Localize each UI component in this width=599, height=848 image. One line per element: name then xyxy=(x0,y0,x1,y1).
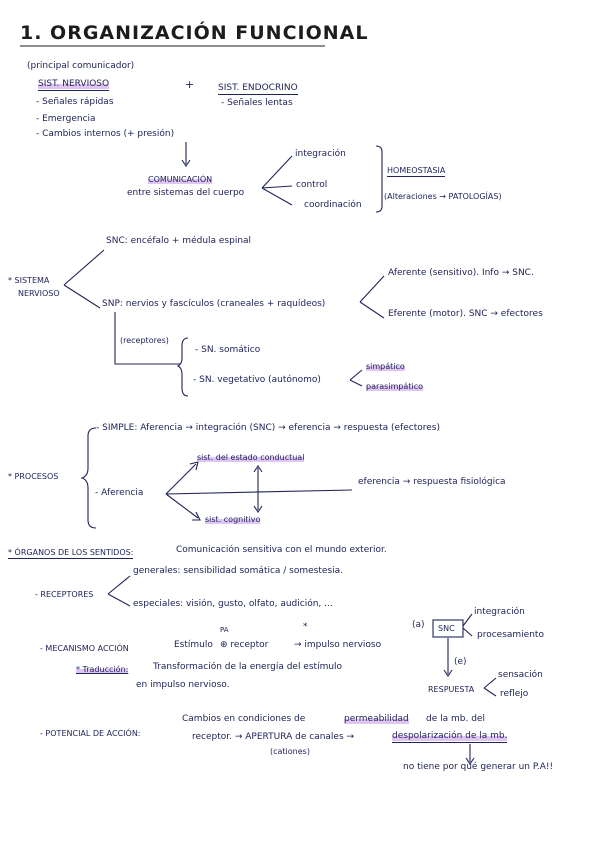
star-mark: * xyxy=(303,622,308,632)
arrow-down-pa-head xyxy=(465,757,475,765)
snc-procesamiento: procesamiento xyxy=(477,630,544,640)
nervioso-item: - Emergencia xyxy=(36,114,96,124)
comunicacion-label: COMUNICACIÓN xyxy=(148,174,213,185)
funcion-item: control xyxy=(296,180,328,190)
afferent-a-label: (a) xyxy=(412,620,425,630)
respuesta-label: RESPUESTA xyxy=(428,685,475,694)
aferente-def: Aferente (sensitivo). Info → SNC. xyxy=(388,268,534,278)
funcion-item: integración xyxy=(295,149,346,159)
nervioso-item: - Cambios internos (+ presión) xyxy=(36,129,175,139)
sn-somatico: - SN. somático xyxy=(195,345,261,355)
receptores-line xyxy=(114,312,180,365)
snc-def: SNC: encéfalo + médula espinal xyxy=(106,236,252,246)
respuesta-reflejo: reflejo xyxy=(500,689,529,699)
organos-heading: * ÓRGANOS DE LOS SENTIDOS: xyxy=(8,548,134,559)
traduccion-text-2: en impulso nervioso. xyxy=(136,680,230,690)
homeostasia-label: HOMEOSTASIA xyxy=(387,166,446,177)
eferente-def: Eferente (motor). SNC → efectores xyxy=(388,309,543,319)
sist-cognitivo: sist. cognitivo xyxy=(205,514,261,525)
potencial-note: no tiene por qué generar un P.A!! xyxy=(403,762,554,772)
sistema-label-1: * SISTEMA xyxy=(8,276,50,285)
mecanismo-label: - MECANISMO ACCIÓN xyxy=(40,644,129,653)
parasimpatico: parasimpático xyxy=(366,381,423,392)
potencial-despolarizacion: despolarización de la mb. xyxy=(392,731,508,743)
homeostasia-sub: (Alteraciones → PATOLOGÍAS) xyxy=(384,192,502,201)
brace-procesos xyxy=(80,427,97,529)
mecanismo-impulso: → impulso nervioso xyxy=(294,640,382,650)
potencial-cationes: (cationes) xyxy=(270,747,310,756)
traduccion-label: * Traducción: xyxy=(76,664,129,675)
page-title: 1. ORGANIZACIÓN FUNCIONAL xyxy=(20,22,369,44)
proceso-simple: - SIMPLE: Aferencia → integración (SNC) … xyxy=(96,423,440,433)
receptores-generales: generales: sensibilidad somática / somes… xyxy=(133,566,344,576)
sn-vegetativo: - SN. vegetativo (autónomo) xyxy=(193,375,321,385)
fork-funciones xyxy=(261,155,293,206)
respuesta-sensacion: sensación xyxy=(498,670,543,680)
bracket-homeostasia xyxy=(375,145,383,213)
potencial-line1-c: de la mb. del xyxy=(426,714,485,724)
potencial-permeabilidad: permeabilidad xyxy=(344,714,409,725)
endocrino-item: - Señales lentas xyxy=(221,98,293,108)
brace-sn xyxy=(176,337,189,397)
receptores-especiales: especiales: visión, gusto, olfato, audic… xyxy=(133,599,333,609)
eferencia-respuesta: eferencia → respuesta fisiológica xyxy=(358,477,506,487)
fork-sistema xyxy=(63,249,105,309)
snp-def: SNP: nervios y fascículos (craneales + r… xyxy=(102,299,326,309)
arrow-e-head xyxy=(443,669,453,677)
potencial-line1-a: Cambios en condiciones de xyxy=(182,714,306,724)
sistema-label-2: NERVIOSO xyxy=(18,289,60,298)
funcion-item: coordinación xyxy=(304,200,362,210)
aferencia-heads xyxy=(189,461,201,521)
mecanismo-receptor: ⊕ receptor xyxy=(220,640,269,650)
pa-mark: PA xyxy=(220,626,229,634)
sist-endocrino-label: SIST. ENDOCRINO xyxy=(218,83,298,95)
double-arrow-heads xyxy=(253,465,263,513)
intro-note: (principal comunicador) xyxy=(27,61,135,71)
estado-conductual: sist. del estado conductual xyxy=(197,452,305,463)
aferencia-arrows xyxy=(165,463,353,519)
procesos-label: * PROCESOS xyxy=(8,472,59,481)
simpatico: simpático xyxy=(366,361,405,372)
comunicacion-sub: entre sistemas del cuerpo xyxy=(127,188,245,198)
organos-text: Comunicación sensitiva con el mundo exte… xyxy=(176,545,387,555)
fork-receptores xyxy=(107,575,131,607)
snc-box-label: SNC xyxy=(438,624,455,633)
traduccion-text-1: Transformación de la energía del estímul… xyxy=(153,662,343,672)
receptores-note: (receptores) xyxy=(120,336,169,345)
fork-respuesta xyxy=(483,677,497,697)
fork-snp xyxy=(359,275,385,319)
plus-sign: + xyxy=(185,78,195,91)
nervioso-item: - Señales rápidas xyxy=(36,97,114,107)
efferent-e-label: (e) xyxy=(454,657,467,667)
fork-snc xyxy=(462,613,473,637)
fork-vegetativo xyxy=(349,369,363,387)
proceso-aferencia: - Aferencia xyxy=(95,488,144,498)
arrow-head xyxy=(181,159,191,167)
receptores-label: - RECEPTORES xyxy=(35,590,94,599)
snc-integracion: integración xyxy=(474,607,525,617)
sist-nervioso-label: SIST. NERVIOSO xyxy=(38,79,110,91)
potencial-label: - POTENCIAL DE ACCIÓN: xyxy=(40,729,141,738)
potencial-line2-a: receptor. → APERTURA de canales → xyxy=(192,732,355,742)
mecanismo-estimulo: Estímulo xyxy=(174,640,213,650)
